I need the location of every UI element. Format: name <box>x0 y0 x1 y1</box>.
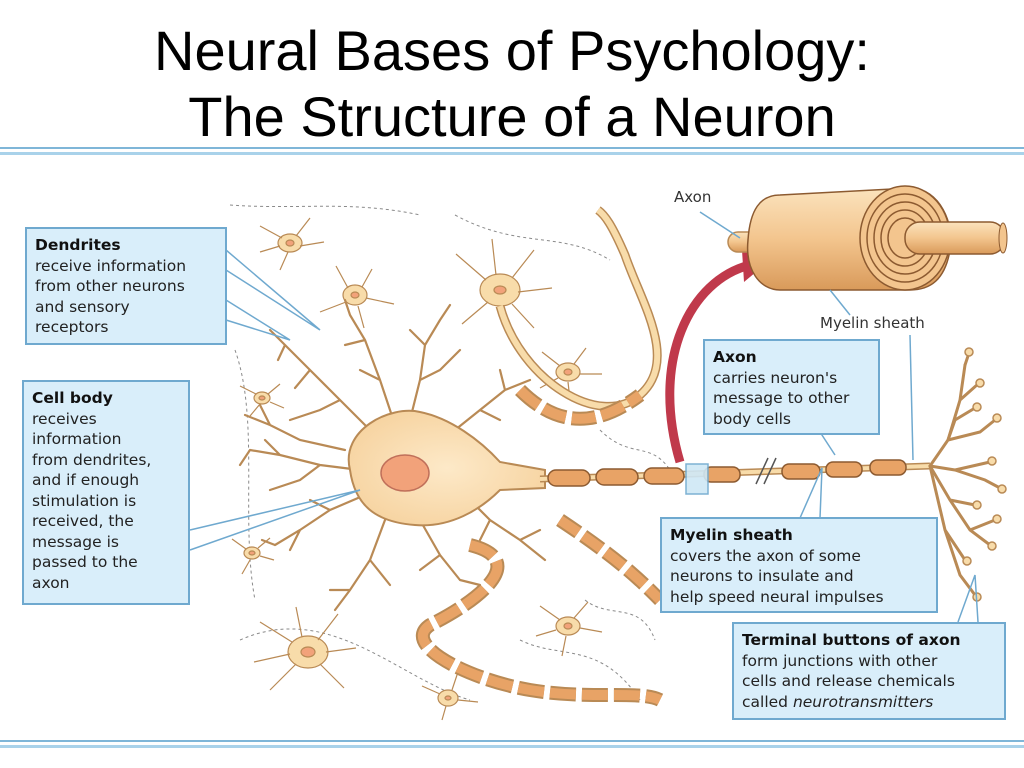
arrow-line <box>665 260 752 464</box>
small-neuron <box>535 601 603 657</box>
myelin-inset-label: Myelin sheath <box>820 314 925 332</box>
small-neuron <box>259 217 325 271</box>
callout-myelin-sheath: Myelin sheath covers the axon of some ne… <box>660 517 938 613</box>
winding-axon-lower <box>415 538 664 707</box>
main-axon <box>539 457 931 487</box>
magnified-segment-marker <box>685 463 709 495</box>
myelin-inset <box>727 185 1008 291</box>
callout-terminal-buttons: Terminal buttons of axon form junctions … <box>732 622 1006 720</box>
winding-axon-right <box>556 514 665 605</box>
slide-title: Neural Bases of Psychology: The Structur… <box>0 18 1024 150</box>
small-neuron <box>539 347 602 401</box>
callout-body: form junctions with other cells and rele… <box>742 651 996 713</box>
leader-lines <box>189 211 979 623</box>
callout-body-text: form junctions with other cells and rele… <box>742 651 955 711</box>
small-neuron <box>319 265 395 329</box>
nucleus <box>380 454 430 492</box>
winding-axon-upper <box>495 206 662 426</box>
callout-heading: Dendrites <box>35 236 121 254</box>
terminal-buttons <box>962 347 1007 602</box>
callout-heading: Myelin sheath <box>670 526 793 544</box>
small-neuron <box>239 383 285 417</box>
bottom-divider <box>0 740 1024 748</box>
callout-heading: Cell body <box>32 389 113 407</box>
top-divider <box>0 147 1024 155</box>
small-neuron <box>455 238 553 329</box>
background-fibers <box>229 204 671 701</box>
title-mask <box>0 162 1024 192</box>
axon-inset-label: Axon <box>674 188 712 206</box>
callout-dendrites: Dendrites receive information from other… <box>25 227 227 345</box>
callout-body: covers the axon of some neurons to insul… <box>670 546 884 606</box>
title-line-2: The Structure of a Neuron <box>188 85 836 148</box>
callout-body: carries neuron's message to other body c… <box>713 368 850 428</box>
callout-axon: Axon carries neuron's message to other b… <box>703 339 880 435</box>
callout-body: receives information from dendrites, and… <box>32 409 152 592</box>
small-neuron <box>231 537 275 575</box>
callout-heading: Terminal buttons of axon <box>742 631 961 649</box>
small-neuron <box>253 606 357 691</box>
title-line-1: Neural Bases of Psychology: <box>154 19 870 82</box>
callout-heading: Axon <box>713 348 757 366</box>
callout-emphasis: neurotransmitters <box>792 692 934 711</box>
axon-terminals <box>928 348 1002 597</box>
callout-cell-body: Cell body receives information from dend… <box>22 380 190 605</box>
small-neuron <box>421 671 479 721</box>
cell-body <box>347 409 546 527</box>
callout-body: receive information from other neurons a… <box>35 256 187 337</box>
